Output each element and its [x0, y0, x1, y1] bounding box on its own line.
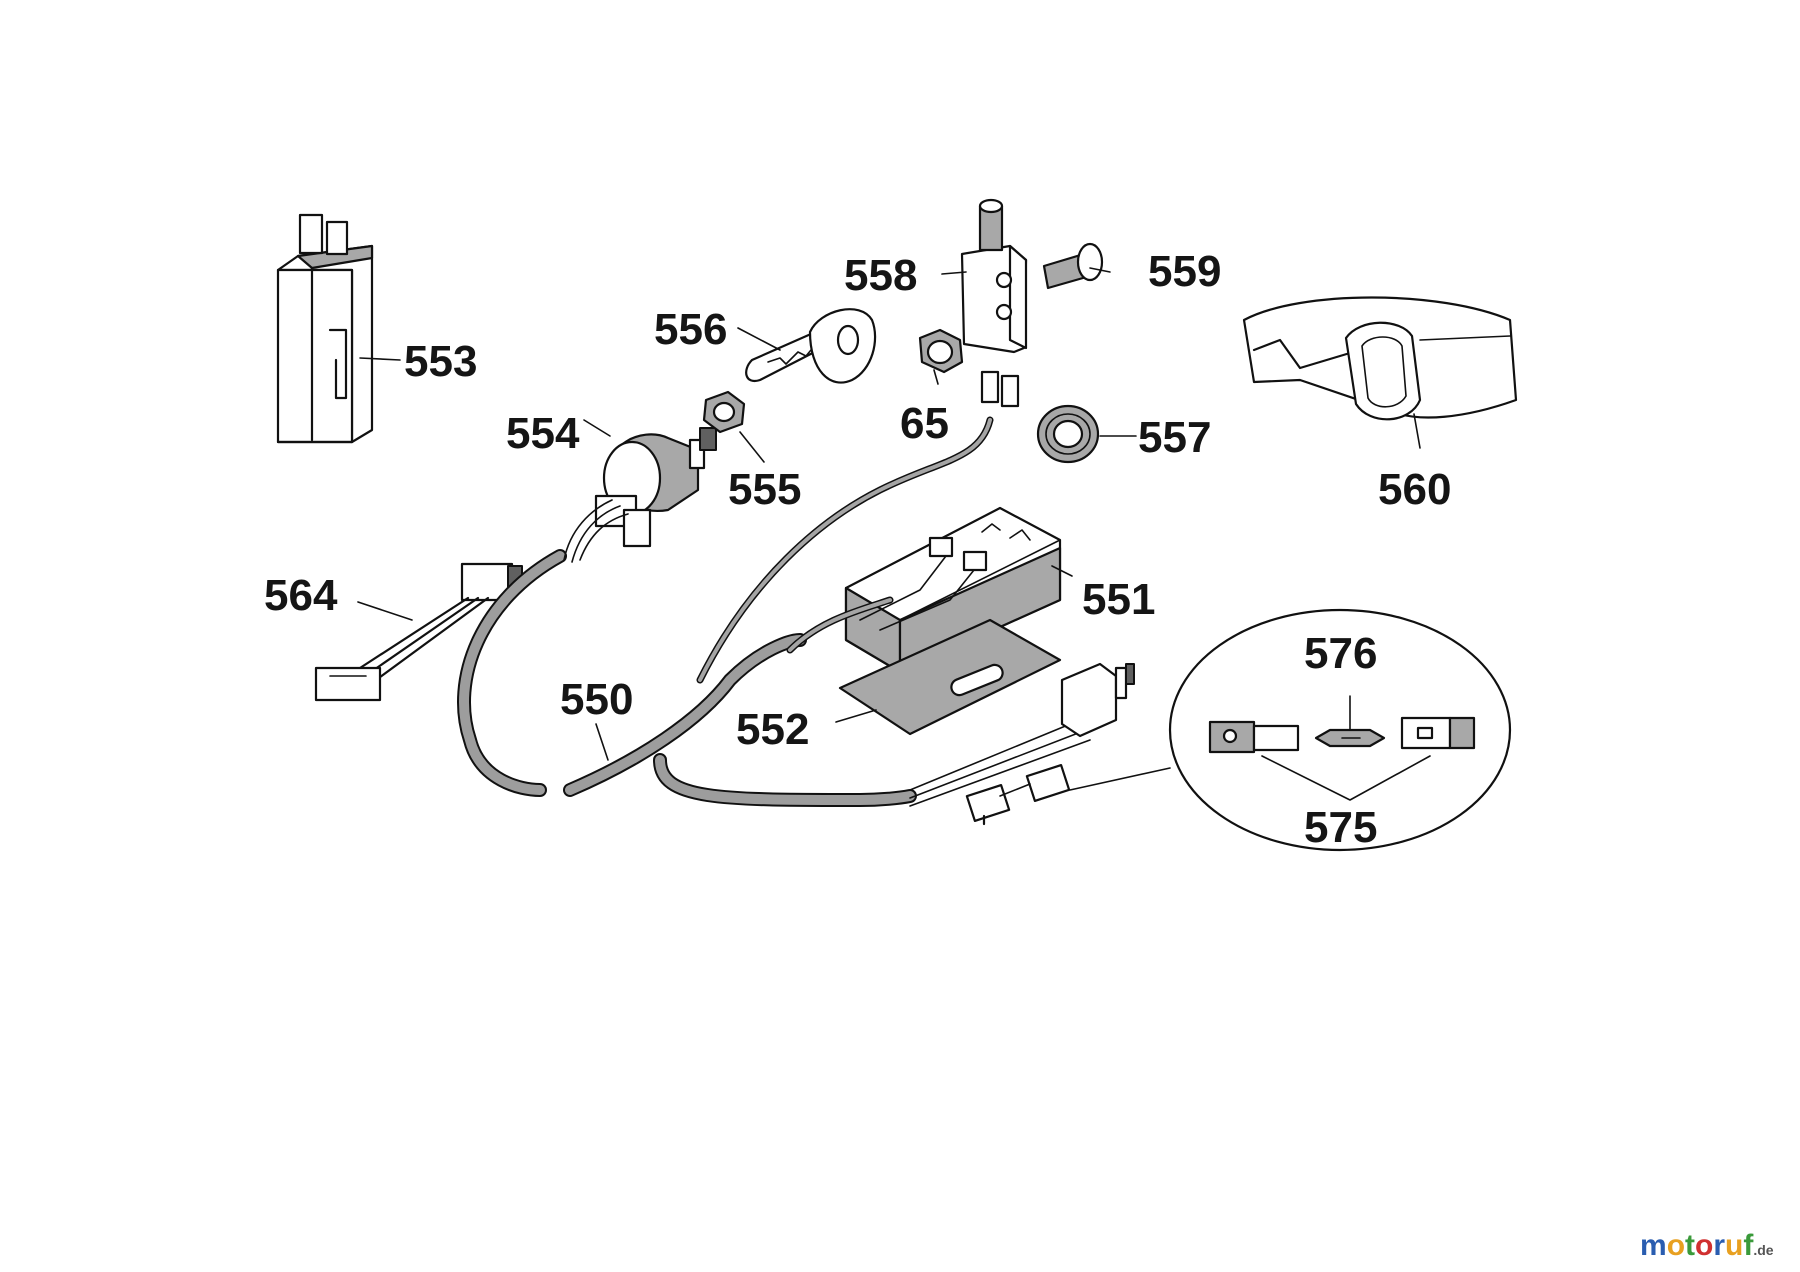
- svg-text:motoruf.de: motoruf.de: [1640, 1229, 1774, 1262]
- label-552: 552: [736, 705, 809, 754]
- part-559-bolt: [1042, 242, 1104, 290]
- label-556: 556: [654, 305, 727, 354]
- label-576: 576: [1304, 629, 1377, 678]
- label-557: 557: [1138, 413, 1211, 462]
- part-555-nut: [702, 390, 746, 434]
- watermark-logo: motoruf.de: [1640, 1229, 1774, 1262]
- leader-lines: [357, 267, 1421, 761]
- label-559: 559: [1148, 247, 1221, 296]
- part-550-cable-harness: [457, 370, 1135, 826]
- part-560-strap: [1242, 296, 1518, 421]
- label-554: 554: [506, 409, 580, 458]
- part-65-nut: [918, 328, 964, 374]
- part-558-safety-switch: [960, 198, 1028, 354]
- label-550: 550: [560, 675, 633, 724]
- label-65: 65: [900, 399, 949, 448]
- part-557-grommet: [1036, 404, 1100, 464]
- part-564-jumper-plug: [314, 562, 523, 702]
- label-558: 558: [844, 251, 917, 300]
- part-553-bracket: [276, 213, 374, 444]
- label-555: 555: [728, 465, 801, 514]
- watermark-brand: motoruf: [1640, 1229, 1754, 1262]
- detail-callout-575-576: [1069, 608, 1512, 852]
- label-551: 551: [1082, 575, 1155, 624]
- part-556-key: [745, 308, 877, 384]
- label-564: 564: [264, 571, 338, 620]
- label-553: 553: [404, 337, 477, 386]
- watermark-suffix: .de: [1753, 1242, 1773, 1258]
- part-552-plate: [838, 618, 1062, 736]
- label-575: 575: [1304, 803, 1377, 852]
- part-554-ignition-switch: [594, 427, 717, 548]
- label-560: 560: [1378, 465, 1451, 514]
- part-labels: 553 554 555 556 65 558 559 557 560 564 5…: [264, 247, 1451, 852]
